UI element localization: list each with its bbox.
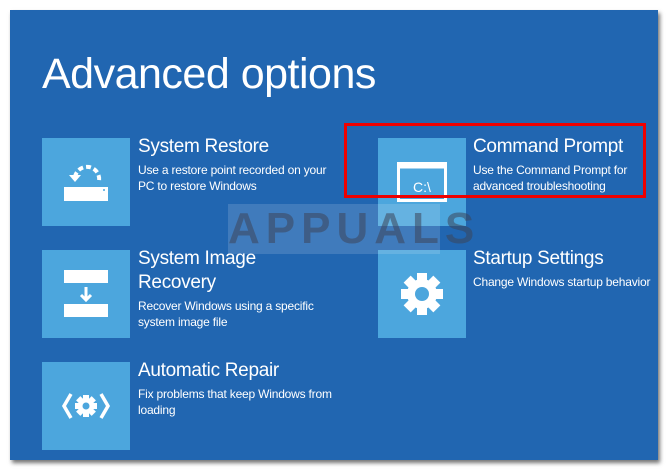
automatic-repair-tile[interactable]: [42, 362, 130, 450]
command-prompt-desc: Use the Command Prompt for advanced troub…: [473, 162, 627, 194]
startup-settings-tile[interactable]: [378, 250, 466, 338]
desc-line: advanced troubleshooting: [473, 179, 606, 193]
system-image-recovery-desc: Recover Windows using a specific system i…: [138, 298, 314, 330]
repair-icon: [61, 393, 111, 419]
gear-icon: [401, 273, 443, 315]
desc-line: Use the Command Prompt for: [473, 163, 628, 177]
startup-settings-desc: Change Windows startup behavior: [473, 274, 650, 290]
highlight-box: [344, 123, 646, 198]
desc-line: loading: [138, 403, 176, 417]
desc-line: system image file: [138, 315, 228, 329]
prompt-text: C:\: [413, 179, 431, 195]
system-image-icon: [64, 270, 108, 317]
command-prompt-tile[interactable]: C:\: [378, 138, 466, 226]
automatic-repair-desc: Fix problems that keep Windows from loadi…: [138, 386, 332, 418]
title-line: Recovery: [138, 272, 216, 293]
startup-settings-title[interactable]: Startup Settings: [473, 248, 604, 269]
automatic-repair-title[interactable]: Automatic Repair: [138, 360, 279, 381]
system-restore-desc: Use a restore point recorded on your PC t…: [138, 162, 326, 194]
desc-line: Change Windows startup behavior: [473, 275, 651, 289]
desc-line: Use a restore point recorded on your: [138, 163, 327, 177]
title-line: System Image: [138, 248, 256, 269]
system-image-recovery-tile[interactable]: [42, 250, 130, 338]
command-prompt-icon: C:\: [397, 162, 447, 202]
desc-line: Recover Windows using a specific: [138, 299, 314, 313]
page-title: Advanced options: [42, 50, 376, 98]
command-prompt-title[interactable]: Command Prompt: [473, 136, 623, 157]
system-restore-title[interactable]: System Restore: [138, 136, 269, 157]
system-restore-tile[interactable]: [42, 138, 130, 226]
restore-icon: [64, 164, 108, 201]
desc-line: Fix problems that keep Windows from: [138, 387, 332, 401]
desc-line: PC to restore Windows: [138, 179, 257, 193]
watermark-logo: APPUALS: [228, 204, 481, 254]
